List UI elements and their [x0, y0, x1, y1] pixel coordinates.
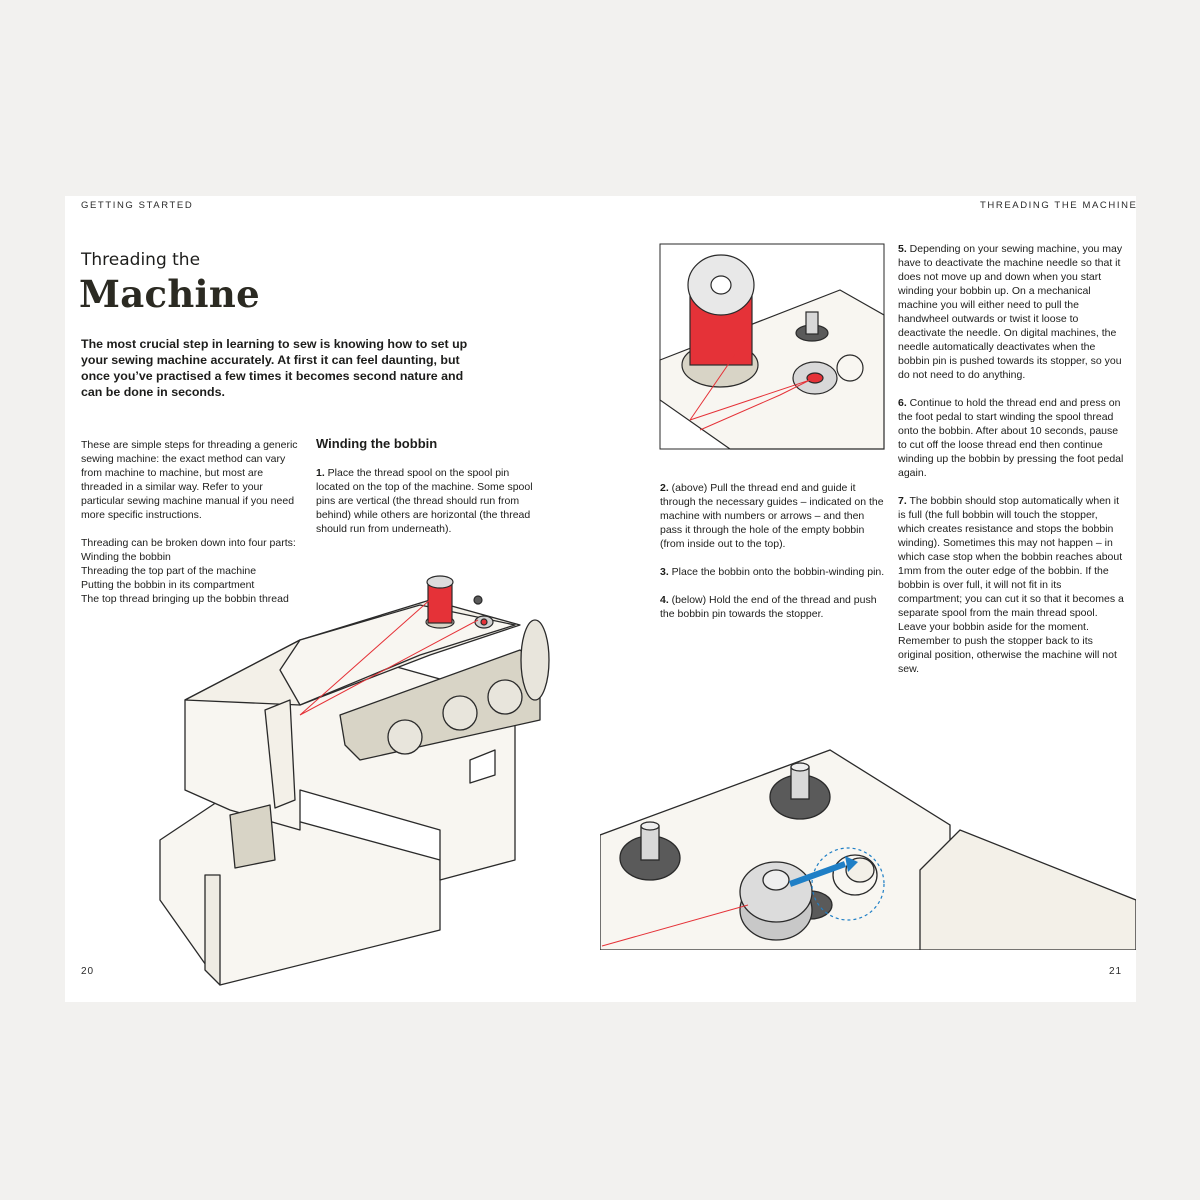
steps-middle: 2. (above) Pull the thread end and guide… [660, 481, 888, 635]
list-item: Putting the bobbin in its compartment [81, 579, 255, 591]
page-title-line1: Threading the [81, 250, 201, 270]
step-number: 4. [660, 594, 669, 606]
step-text: Continue to hold the thread end and pres… [898, 397, 1124, 479]
step-number: 3. [660, 566, 669, 578]
section-heading-winding: Winding the bobbin [316, 436, 438, 451]
step-1: 1. Place the thread spool on the spool p… [316, 466, 536, 550]
step-number: 7. [898, 495, 907, 507]
step-text: Place the bobbin onto the bobbin-winding… [668, 566, 885, 578]
parts-intro: Threading can be broken down into four p… [81, 537, 296, 549]
list-item: Threading the top part of the machine [81, 565, 257, 577]
step-text: The bobbin should stop automatically whe… [898, 495, 1124, 675]
page-number-left: 20 [81, 966, 95, 977]
step-4: 4. (below) Hold the end of the thread an… [660, 593, 888, 621]
parts-list: Winding the bobbin Threading the top par… [81, 550, 303, 606]
step-5: 5. Depending on your sewing machine, you… [898, 242, 1126, 382]
list-item: The top thread bringing up the bobbin th… [81, 593, 289, 605]
page-number-right: 21 [1109, 966, 1123, 977]
step-number: 1. [316, 467, 325, 479]
step-2: 2. (above) Pull the thread end and guide… [660, 481, 888, 551]
step-text: (above) Pull the thread end and guide it… [660, 482, 884, 550]
running-head-left: GETTING STARTED [81, 200, 194, 211]
intro-body-paragraph: These are simple steps for threading a g… [81, 439, 298, 521]
step-text: (below) Hold the end of the thread and p… [660, 594, 877, 620]
step-6: 6. Continue to hold the thread end and p… [898, 396, 1126, 480]
intro-paragraph: The most crucial step in learning to sew… [81, 337, 468, 399]
step-number: 5. [898, 243, 907, 255]
page-title-line2: Machine [79, 272, 260, 316]
step-text: Depending on your sewing machine, you ma… [898, 243, 1123, 381]
step-3: 3. Place the bobbin onto the bobbin-wind… [660, 565, 888, 579]
step-text: Place the thread spool on the spool pin … [316, 467, 533, 535]
step-7: 7. The bobbin should stop automatically … [898, 494, 1126, 676]
running-head-right: THREADING THE MACHINE [980, 200, 1138, 211]
step-number: 6. [898, 397, 907, 409]
column-intro: These are simple steps for threading a g… [81, 438, 303, 606]
list-item: Winding the bobbin [81, 551, 171, 563]
steps-right: 5. Depending on your sewing machine, you… [898, 242, 1126, 690]
step-number: 2. [660, 482, 669, 494]
